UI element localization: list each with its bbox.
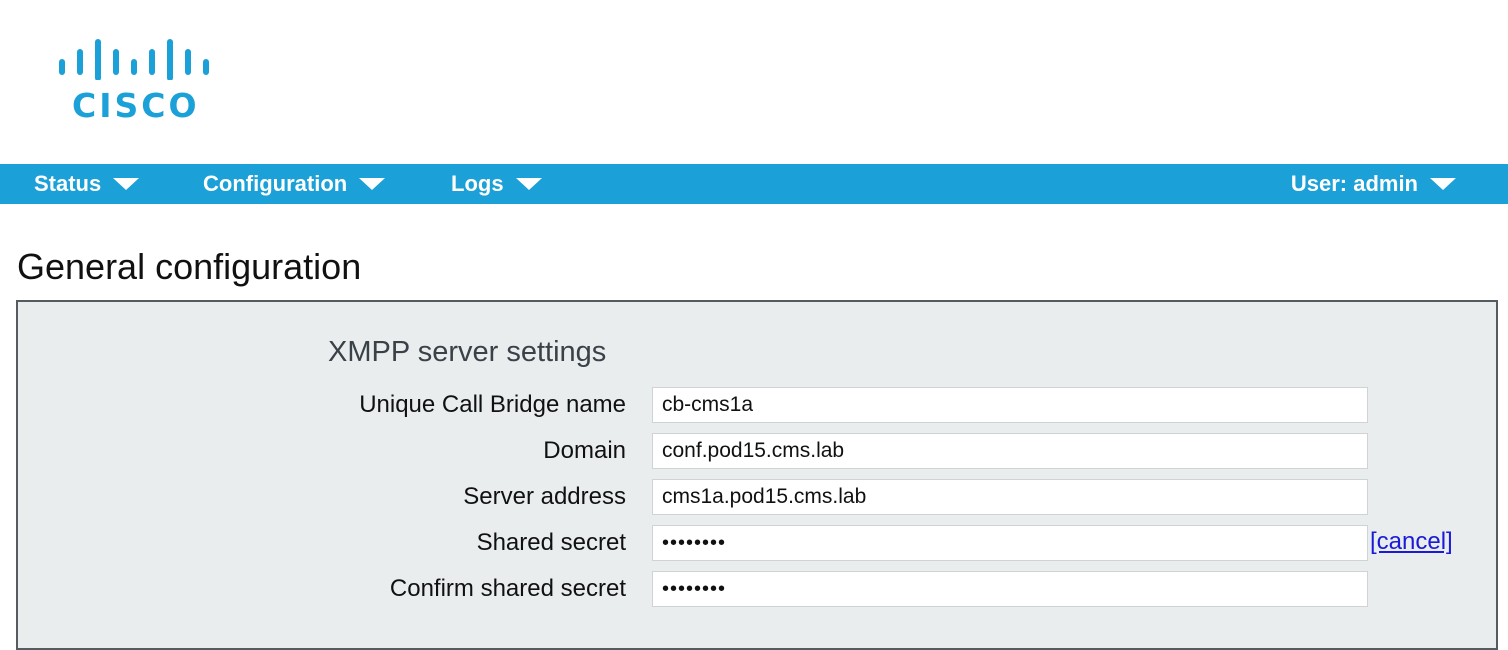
confirm-shared-secret-input[interactable] [652, 571, 1368, 607]
section-title: XMPP server settings [328, 336, 607, 368]
shared-secret-row: Shared secret [cancel] [18, 524, 1498, 562]
nav-configuration-label: Configuration [203, 171, 348, 196]
caret-down-icon [515, 178, 542, 190]
caret-down-icon [1430, 178, 1456, 190]
nav-logs-menu[interactable]: Logs [451, 164, 542, 204]
header: CISCO [0, 0, 1508, 164]
shared-secret-label: Shared secret [476, 529, 626, 556]
call-bridge-name-label: Unique Call Bridge name [359, 391, 626, 418]
call-bridge-name-row: Unique Call Bridge name [18, 386, 1498, 424]
server-address-label: Server address [463, 483, 626, 510]
confirm-shared-secret-row: Confirm shared secret [18, 570, 1498, 608]
cancel-link[interactable]: [cancel] [1370, 528, 1453, 555]
caret-down-icon [359, 178, 386, 190]
page-title: General configuration [17, 246, 362, 287]
cisco-logo: CISCO [56, 38, 216, 128]
call-bridge-name-input[interactable] [652, 387, 1368, 423]
server-address-row: Server address [18, 478, 1498, 516]
domain-label: Domain [543, 437, 626, 464]
nav-user-label: User: admin [1290, 171, 1418, 196]
nav-user-menu[interactable]: User: admin [1291, 164, 1456, 204]
nav-configuration-menu[interactable]: Configuration [203, 164, 386, 204]
server-address-input[interactable] [652, 479, 1368, 515]
nav-logs-label: Logs [451, 171, 504, 196]
main-nav-bar: Status Configuration Logs User: admin [0, 164, 1508, 204]
domain-input[interactable] [652, 433, 1368, 469]
cisco-bridge-icon [59, 39, 209, 80]
nav-status-label: Status [34, 171, 102, 196]
xmpp-settings-panel: XMPP server settings Unique Call Bridge … [16, 300, 1498, 650]
nav-status-menu[interactable]: Status [34, 164, 140, 204]
cisco-wordmark: CISCO [72, 86, 200, 125]
caret-down-icon [113, 178, 140, 190]
domain-row: Domain [18, 432, 1498, 470]
confirm-shared-secret-label: Confirm shared secret [389, 575, 626, 602]
shared-secret-input[interactable] [652, 525, 1368, 561]
